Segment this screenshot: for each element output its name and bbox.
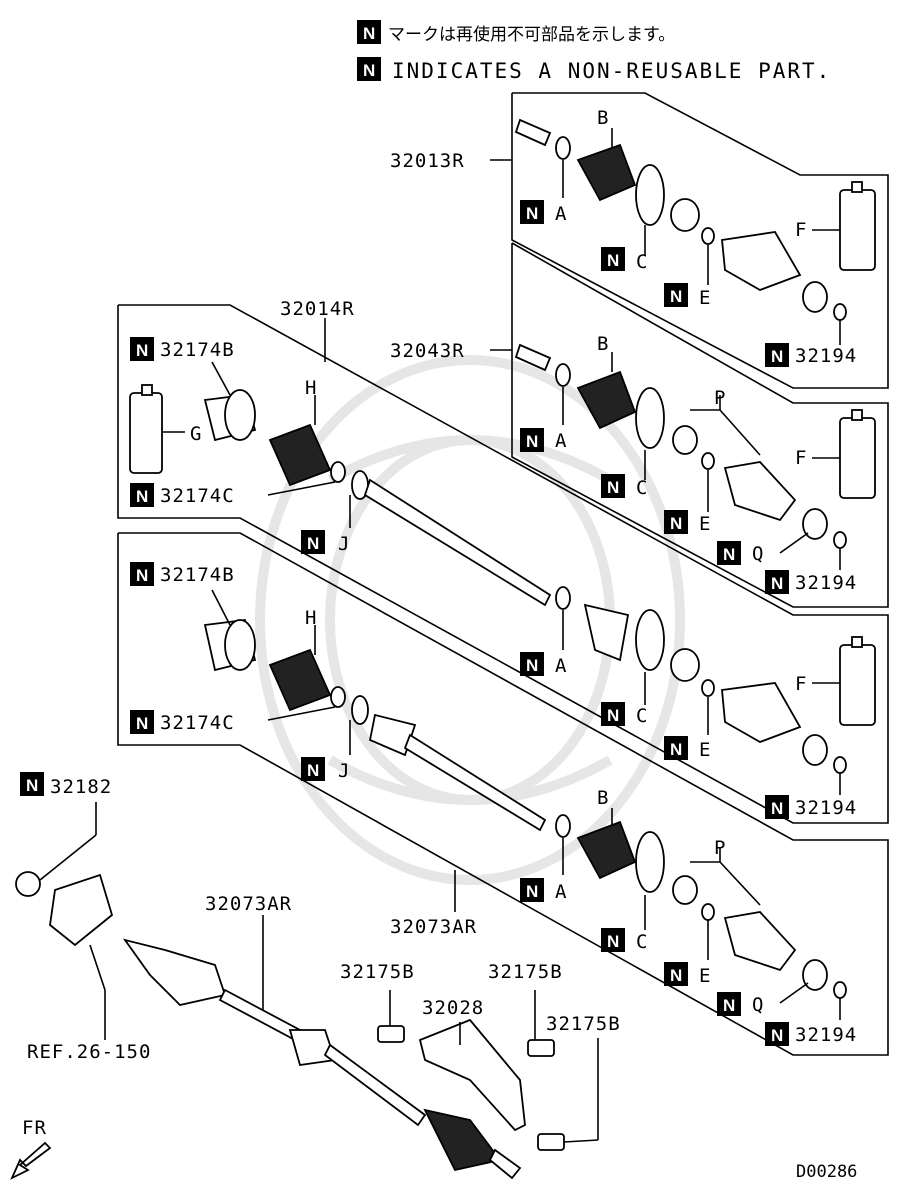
svg-text:G: G xyxy=(190,423,202,445)
svg-text:J: J xyxy=(338,760,350,782)
svg-text:C: C xyxy=(636,931,648,953)
svg-text:N: N xyxy=(670,740,682,759)
svg-text:N: N xyxy=(307,761,319,780)
label-ref: REF.26-150 xyxy=(27,1041,151,1063)
leader-lines xyxy=(39,159,512,1040)
label-32073AR-panel: 32073AR xyxy=(390,916,477,938)
svg-text:N: N xyxy=(723,545,735,564)
svg-text:A: A xyxy=(555,655,567,677)
label-32174C-upper: 32174C xyxy=(160,485,235,507)
svg-text:N: N xyxy=(526,204,538,223)
svg-text:E: E xyxy=(699,513,711,535)
group-32014R-parts xyxy=(129,361,876,795)
label-32175B-right: 32175B xyxy=(488,961,563,983)
watermark xyxy=(255,355,685,885)
label-32194-4: 32194 xyxy=(795,1024,857,1046)
svg-text:N: N xyxy=(670,966,682,985)
label-32174B-lower: 32174B xyxy=(160,564,235,586)
part-number-labels: 32013R 32043R 32014R 32073AR 32073AR 321… xyxy=(22,150,857,1182)
svg-text:N: N xyxy=(136,566,148,585)
svg-text:N: N xyxy=(771,799,783,818)
svg-text:C: C xyxy=(636,705,648,727)
label-32182: 32182 xyxy=(50,776,112,798)
label-32175B-lower: 32175B xyxy=(546,1013,621,1035)
group-32073AR-parts xyxy=(203,589,847,1020)
label-32174C-lower: 32174C xyxy=(160,712,235,734)
label-32073AR-bottom: 32073AR xyxy=(205,893,292,915)
group-32013R-parts xyxy=(514,118,876,345)
group-32043R-parts xyxy=(514,343,876,570)
label-32194-2: 32194 xyxy=(795,572,857,594)
svg-text:Q: Q xyxy=(752,543,764,565)
n-tags: N N N N N N N N N N N N N N N N N N N N … xyxy=(20,200,789,1046)
svg-text:J: J xyxy=(338,533,350,555)
svg-text:F: F xyxy=(795,447,807,469)
svg-text:E: E xyxy=(699,287,711,309)
svg-text:P: P xyxy=(714,837,726,859)
svg-text:N: N xyxy=(723,996,735,1015)
svg-text:N: N xyxy=(607,251,619,270)
svg-text:N: N xyxy=(771,574,783,593)
loose-parts xyxy=(10,871,599,1180)
svg-text:N: N xyxy=(670,287,682,306)
svg-text:N: N xyxy=(771,347,783,366)
svg-text:A: A xyxy=(555,430,567,452)
svg-text:A: A xyxy=(555,203,567,225)
label-diagram-code: D00286 xyxy=(796,1162,857,1182)
svg-text:N: N xyxy=(771,1026,783,1045)
svg-text:P: P xyxy=(714,387,726,409)
svg-text:N: N xyxy=(607,932,619,951)
svg-text:N: N xyxy=(26,776,38,795)
svg-text:Q: Q xyxy=(752,994,764,1016)
svg-text:N: N xyxy=(363,24,375,43)
svg-text:N: N xyxy=(136,487,148,506)
label-32175B-left: 32175B xyxy=(340,961,415,983)
svg-text:C: C xyxy=(636,477,648,499)
svg-text:A: A xyxy=(555,881,567,903)
svg-text:E: E xyxy=(699,965,711,987)
svg-text:F: F xyxy=(795,219,807,241)
legend-english: INDICATES A NON-REUSABLE PART. xyxy=(392,59,831,83)
svg-text:B: B xyxy=(597,787,609,809)
label-32043R: 32043R xyxy=(390,340,465,362)
legend: N マークは再使用不可部品を示します。 N INDICATES A NON-RE… xyxy=(357,20,831,83)
svg-text:H: H xyxy=(305,377,317,399)
svg-text:F: F xyxy=(795,673,807,695)
label-32028: 32028 xyxy=(422,997,484,1019)
svg-text:N: N xyxy=(670,514,682,533)
svg-text:N: N xyxy=(526,882,538,901)
label-32014R: 32014R xyxy=(280,298,355,320)
svg-text:B: B xyxy=(597,333,609,355)
svg-text:E: E xyxy=(699,739,711,761)
legend-japanese: マークは再使用不可部品を示します。 xyxy=(388,24,675,45)
svg-text:N: N xyxy=(363,61,375,80)
svg-text:B: B xyxy=(597,107,609,129)
label-32174B-upper: 32174B xyxy=(160,339,235,361)
label-32194-1: 32194 xyxy=(795,345,857,367)
panel-outlines xyxy=(117,92,889,1056)
label-fr: FR xyxy=(22,1117,47,1139)
svg-text:N: N xyxy=(136,341,148,360)
label-32194-3: 32194 xyxy=(795,797,857,819)
svg-text:C: C xyxy=(636,251,648,273)
svg-text:N: N xyxy=(526,656,538,675)
svg-text:H: H xyxy=(305,607,317,629)
svg-text:N: N xyxy=(307,534,319,553)
svg-text:N: N xyxy=(136,714,148,733)
label-32013R: 32013R xyxy=(390,150,465,172)
svg-text:N: N xyxy=(607,478,619,497)
svg-text:N: N xyxy=(607,706,619,725)
letter-callouts: B A C E F B A C E P Q F G H J A C E F H … xyxy=(190,107,807,1016)
svg-text:N: N xyxy=(526,432,538,451)
